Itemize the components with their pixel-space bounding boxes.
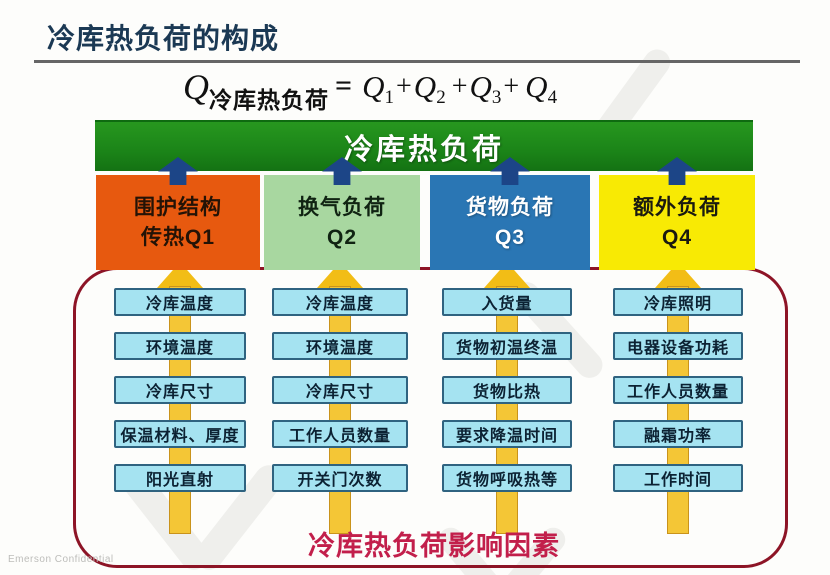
factor-item: 冷库温度 <box>272 288 408 316</box>
factor-item: 环境温度 <box>272 332 408 360</box>
category-box-ventilation-q2: 换气负荷 Q2 <box>264 175 420 270</box>
factor-item: 阳光直射 <box>114 464 246 492</box>
influence-factors-caption: 冷库热负荷影响因素 <box>308 531 560 561</box>
factor-item: 融霜功率 <box>613 420 743 448</box>
factor-item: 环境温度 <box>114 332 246 360</box>
category-label: 货物负荷 <box>466 196 554 219</box>
factor-item: 冷库尺寸 <box>272 376 408 404</box>
factor-column-q2: 冷库温度 环境温度 冷库尺寸 工作人员数量 开关门次数 <box>272 262 408 534</box>
factor-item: 保温材料、厚度 <box>114 420 246 448</box>
formula-operator: + <box>451 71 468 102</box>
category-label: 换气负荷 <box>298 196 386 219</box>
category-label: Q2 <box>326 226 357 249</box>
factor-item: 工作人员数量 <box>613 376 743 404</box>
confidential-footnote: Emerson Confidential <box>8 554 114 565</box>
arrow-shaft <box>169 286 191 534</box>
arrow-shaft <box>496 286 518 534</box>
factor-column-q3: 入货量 货物初温终温 货物比热 要求降温时间 货物呼吸热等 <box>442 262 572 534</box>
factor-item: 开关门次数 <box>272 464 408 492</box>
formula-operator: + <box>396 71 412 102</box>
category-label: 围护结构 <box>134 196 222 219</box>
category-box-goods-q3: 货物负荷 Q3 <box>430 175 590 270</box>
category-label: 传热Q1 <box>140 226 215 249</box>
formula-equals: = <box>335 69 353 102</box>
factor-item: 要求降温时间 <box>442 420 572 448</box>
formula-term-q4: Q4 <box>525 69 558 108</box>
factor-item: 冷库照明 <box>613 288 743 316</box>
formula-term-q3: Q3 <box>469 69 502 108</box>
factor-item: 货物比热 <box>442 376 572 404</box>
factor-item: 入货量 <box>442 288 572 316</box>
formula-lhs: Q <box>183 67 209 107</box>
factor-item: 冷库尺寸 <box>114 376 246 404</box>
category-label: 额外负荷 <box>633 196 721 219</box>
factor-column-q4: 冷库照明 电器设备功耗 工作人员数量 融霜功率 工作时间 <box>613 262 743 534</box>
factor-item: 货物呼吸热等 <box>442 464 572 492</box>
page-title: 冷库热负荷的构成 <box>47 23 280 54</box>
formula-lhs-subscript: 冷库热负荷 <box>209 87 329 113</box>
factor-column-q1: 冷库温度 环境温度 冷库尺寸 保温材料、厚度 阳光直射 <box>114 262 246 534</box>
formula-term-q1: Q1 <box>362 69 394 108</box>
category-label: Q4 <box>661 226 692 249</box>
title-divider <box>34 60 800 63</box>
heat-load-header-label: 冷库热负荷 <box>343 133 504 166</box>
heat-load-header-bar: 冷库热负荷 <box>95 120 753 171</box>
arrow-shaft <box>667 286 689 534</box>
formula-term-q2: Q2 <box>413 69 446 108</box>
factor-item: 电器设备功耗 <box>613 332 743 360</box>
heat-load-formula: Q冷库热负荷=Q1+Q2 +Q3+ Q4 <box>183 66 558 113</box>
factor-item: 冷库温度 <box>114 288 246 316</box>
category-box-envelope-q1: 围护结构 传热Q1 <box>96 175 260 270</box>
arrow-shaft <box>329 286 351 534</box>
factor-item: 工作人员数量 <box>272 420 408 448</box>
category-box-extra-q4: 额外负荷 Q4 <box>599 175 755 270</box>
factor-item: 工作时间 <box>613 464 743 492</box>
factor-item: 货物初温终温 <box>442 332 572 360</box>
formula-operator: + <box>503 71 520 102</box>
category-label: Q3 <box>494 226 525 249</box>
